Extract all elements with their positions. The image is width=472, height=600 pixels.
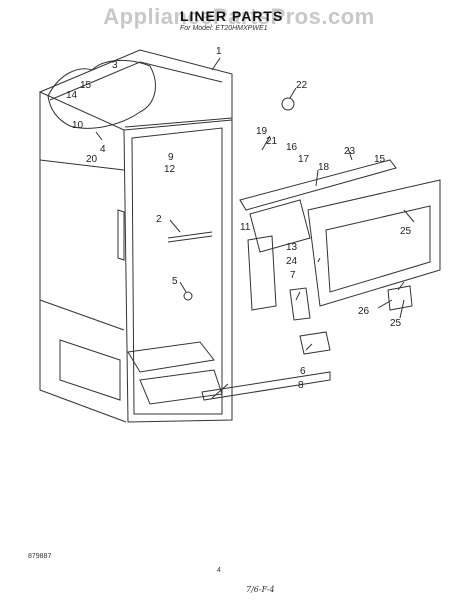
callout-18: 18 xyxy=(318,162,330,173)
callout-19: 19 xyxy=(256,126,268,137)
callout-4: 4 xyxy=(100,144,106,155)
document-number: 879887 xyxy=(28,553,52,560)
model-subtitle: For Model: ET20HMXPWE1 xyxy=(180,25,268,32)
callout-12: 12 xyxy=(164,164,176,175)
watermark: AppliancePartsPros.com xyxy=(103,4,375,29)
callout-21: 21 xyxy=(266,136,278,147)
callout-17: 17 xyxy=(298,154,310,165)
callout-14: 14 xyxy=(66,90,78,101)
callout-10: 10 xyxy=(72,120,84,131)
callout-6: 6 xyxy=(300,366,306,377)
callout-26: 26 xyxy=(358,306,370,317)
callout-8: 8 xyxy=(298,380,304,391)
callout-7: 7 xyxy=(290,270,296,281)
callout-16: 16 xyxy=(286,142,298,153)
callout-25a: 25 xyxy=(400,226,412,237)
callout-20: 20 xyxy=(86,154,98,165)
callout-15: 15 xyxy=(80,80,92,91)
page-number: 4 xyxy=(217,567,221,574)
callout-9: 9 xyxy=(168,152,174,163)
cabinet-liner xyxy=(38,49,441,423)
callout-13: 13 xyxy=(286,242,298,253)
callout-2: 2 xyxy=(156,214,162,225)
diagram-title: LINER PARTS xyxy=(180,8,284,24)
handwritten-note: 7/6-F-4 xyxy=(246,585,275,594)
callout-5: 5 xyxy=(172,276,178,287)
callout-24: 24 xyxy=(286,256,298,267)
callout-labels: 1 2 3 4 5 6 7 8 9 10 11 12 13 14 15 16 1… xyxy=(66,46,412,391)
callout-23: 23 xyxy=(344,146,356,157)
callout-1: 1 xyxy=(216,46,222,57)
callout-22: 22 xyxy=(296,80,308,91)
callout-25b: 25 xyxy=(390,318,402,329)
callout-3: 3 xyxy=(112,60,118,71)
callout-11: 11 xyxy=(240,222,251,233)
callout-15b: 15 xyxy=(374,154,386,165)
